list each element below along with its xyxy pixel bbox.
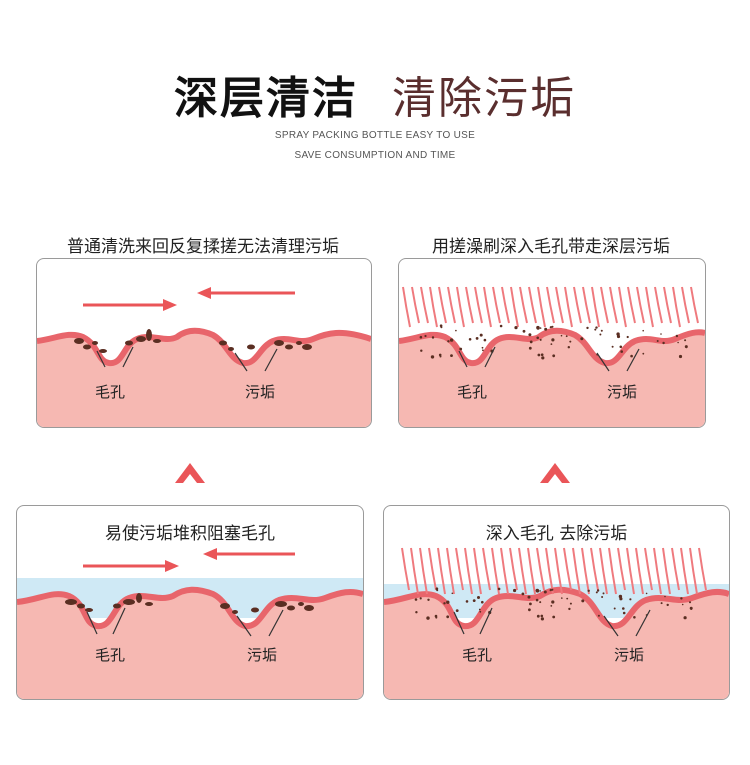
caption-bottom-right: 深入毛孔 去除污垢 <box>485 524 628 544</box>
label-pore: 毛孔 <box>95 646 126 664</box>
caption-bottom-left: 易使污垢堆积阻塞毛孔 <box>105 524 275 544</box>
rub-arrows <box>83 287 295 311</box>
skin-diagram-top-left <box>37 287 371 427</box>
main-title: 深层清洁清除污垢 <box>0 62 750 126</box>
caption-top-right: 用搓澡刷深入毛孔带走深层污垢 <box>432 237 670 257</box>
dirt-particles <box>74 329 312 353</box>
subtitle-line-2: SAVE CONSUMPTION AND TIME <box>294 150 456 161</box>
panel-top-left: 毛孔 污垢 <box>36 258 372 428</box>
skin-diagram-top-right <box>399 286 705 427</box>
label-pore: 毛孔 <box>95 383 126 401</box>
dirt-particles <box>65 593 314 614</box>
panel-bottom-right: 深入毛孔 去除污垢 毛孔 污垢 <box>383 505 730 700</box>
title-right: 清除污垢 <box>392 73 576 124</box>
label-pore: 毛孔 <box>462 646 493 664</box>
pointer-lines <box>458 346 640 372</box>
dirt-particles <box>414 587 693 621</box>
caption-top-left: 普通清洗来回反复揉搓无法清理污垢 <box>67 237 339 257</box>
panel-top-right: 毛孔 污垢 <box>398 258 706 428</box>
skin-diagram-bottom-right <box>384 547 729 699</box>
pointer-lines <box>453 607 651 637</box>
label-pore: 毛孔 <box>457 383 488 401</box>
skin-diagram-bottom-left <box>17 548 363 699</box>
rub-arrows <box>83 548 295 572</box>
pointer-lines <box>86 607 284 637</box>
label-dirt: 污垢 <box>245 383 276 401</box>
brush-bristles <box>401 547 707 595</box>
subtitle-line-1: SPRAY PACKING BOTTLE EASY TO USE <box>274 130 476 141</box>
label-dirt: 污垢 <box>607 383 638 401</box>
label-dirt: 污垢 <box>614 646 645 664</box>
panel-bottom-left: 易使污垢堆积阻塞毛孔 毛孔 污垢 <box>16 505 364 700</box>
label-dirt: 污垢 <box>247 646 278 664</box>
chevron-up-icon <box>540 463 570 483</box>
title-left: 深层清洁 <box>174 73 358 124</box>
dirt-particles <box>419 324 688 360</box>
brush-bristles <box>402 286 699 328</box>
pointer-lines <box>96 346 278 372</box>
chevron-up-icon <box>175 463 205 483</box>
